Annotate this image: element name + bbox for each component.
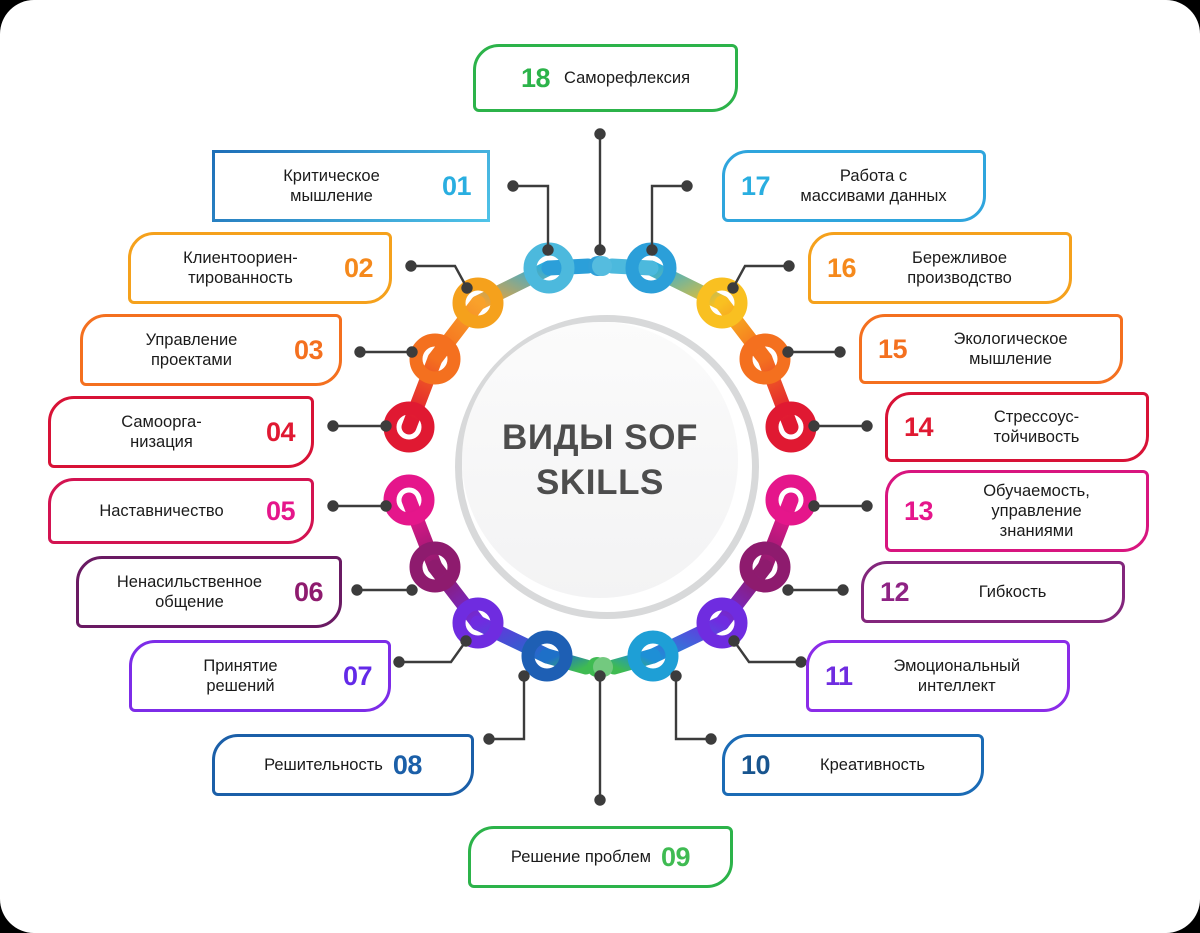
connector-10 (674, 676, 711, 741)
label-12[interactable]: 12 Гибкость (861, 561, 1125, 623)
label-06-number: 06 (293, 576, 324, 607)
node-12 (739, 541, 791, 593)
label-18-number: 18 (520, 62, 551, 93)
label-10-text: Креативность (820, 755, 926, 774)
label-10-number: 10 (741, 749, 771, 780)
label-04-number: 04 (265, 416, 296, 447)
label-02-text: Клиентоориен-тированность (183, 248, 298, 287)
label-12-text: Гибкость (978, 582, 1047, 601)
node-07 (521, 630, 573, 682)
label-12-number: 12 (880, 576, 910, 607)
connector-17 (650, 184, 687, 250)
label-14[interactable]: 14 Стрессоус-тойчивость (885, 392, 1149, 462)
label-01-number: 01 (441, 170, 472, 201)
node-10 (627, 630, 679, 682)
label-07-number: 07 (342, 660, 373, 691)
label-16-number: 16 (827, 252, 857, 283)
label-15-number: 15 (878, 333, 908, 364)
connector-16 (731, 264, 789, 289)
label-09-number: 09 (661, 841, 691, 872)
connector-01 (513, 184, 550, 250)
node-06 (452, 597, 504, 649)
label-09[interactable]: Решение проблем 09 (468, 826, 733, 888)
label-03-number: 03 (293, 334, 324, 365)
node-15 (739, 333, 791, 385)
label-13-number: 13 (904, 495, 934, 526)
label-10[interactable]: 10 Креативность (722, 734, 984, 796)
connector-11 (733, 640, 801, 664)
connector-02 (411, 264, 469, 289)
label-17-number: 17 (741, 170, 771, 201)
node-04 (383, 474, 435, 526)
label-08-number: 08 (392, 749, 423, 780)
connector-08 (489, 676, 526, 741)
page-title: ВИДЫ SOF SKILLS (455, 315, 745, 605)
label-05-text: Наставничество (99, 501, 224, 520)
label-05[interactable]: Наставничество 05 (48, 478, 314, 544)
title-line-2: SKILLS (535, 463, 665, 502)
label-05-number: 05 (265, 495, 296, 526)
label-02[interactable]: Клиентоориен-тированность 02 (128, 232, 392, 304)
label-14-number: 14 (904, 411, 934, 442)
node-11 (696, 597, 748, 649)
label-04-text: Самоорга-низация (121, 412, 202, 451)
label-09-text: Решение проблем (510, 847, 652, 866)
center-hub-fill (462, 322, 738, 598)
node-02 (409, 333, 461, 385)
label-18-text: Саморефлексия (564, 68, 691, 87)
connector-07 (399, 640, 467, 664)
label-11-number: 11 (825, 660, 853, 691)
title-line-1: ВИДЫ SOF (501, 417, 699, 457)
node-13 (765, 474, 817, 526)
label-08[interactable]: Решительность 08 (212, 734, 474, 796)
ring-gap-dot-right (592, 256, 612, 276)
label-14-text: Стрессоус-тойчивость (993, 407, 1080, 446)
node-05 (409, 541, 461, 593)
label-02-number: 02 (343, 252, 374, 283)
label-18[interactable]: 18 Саморефлексия (473, 44, 738, 112)
node-01 (452, 277, 504, 329)
label-08-text: Решительность (264, 755, 383, 774)
node-16 (696, 277, 748, 329)
label-04[interactable]: Самоорга-низация 04 (48, 396, 314, 468)
